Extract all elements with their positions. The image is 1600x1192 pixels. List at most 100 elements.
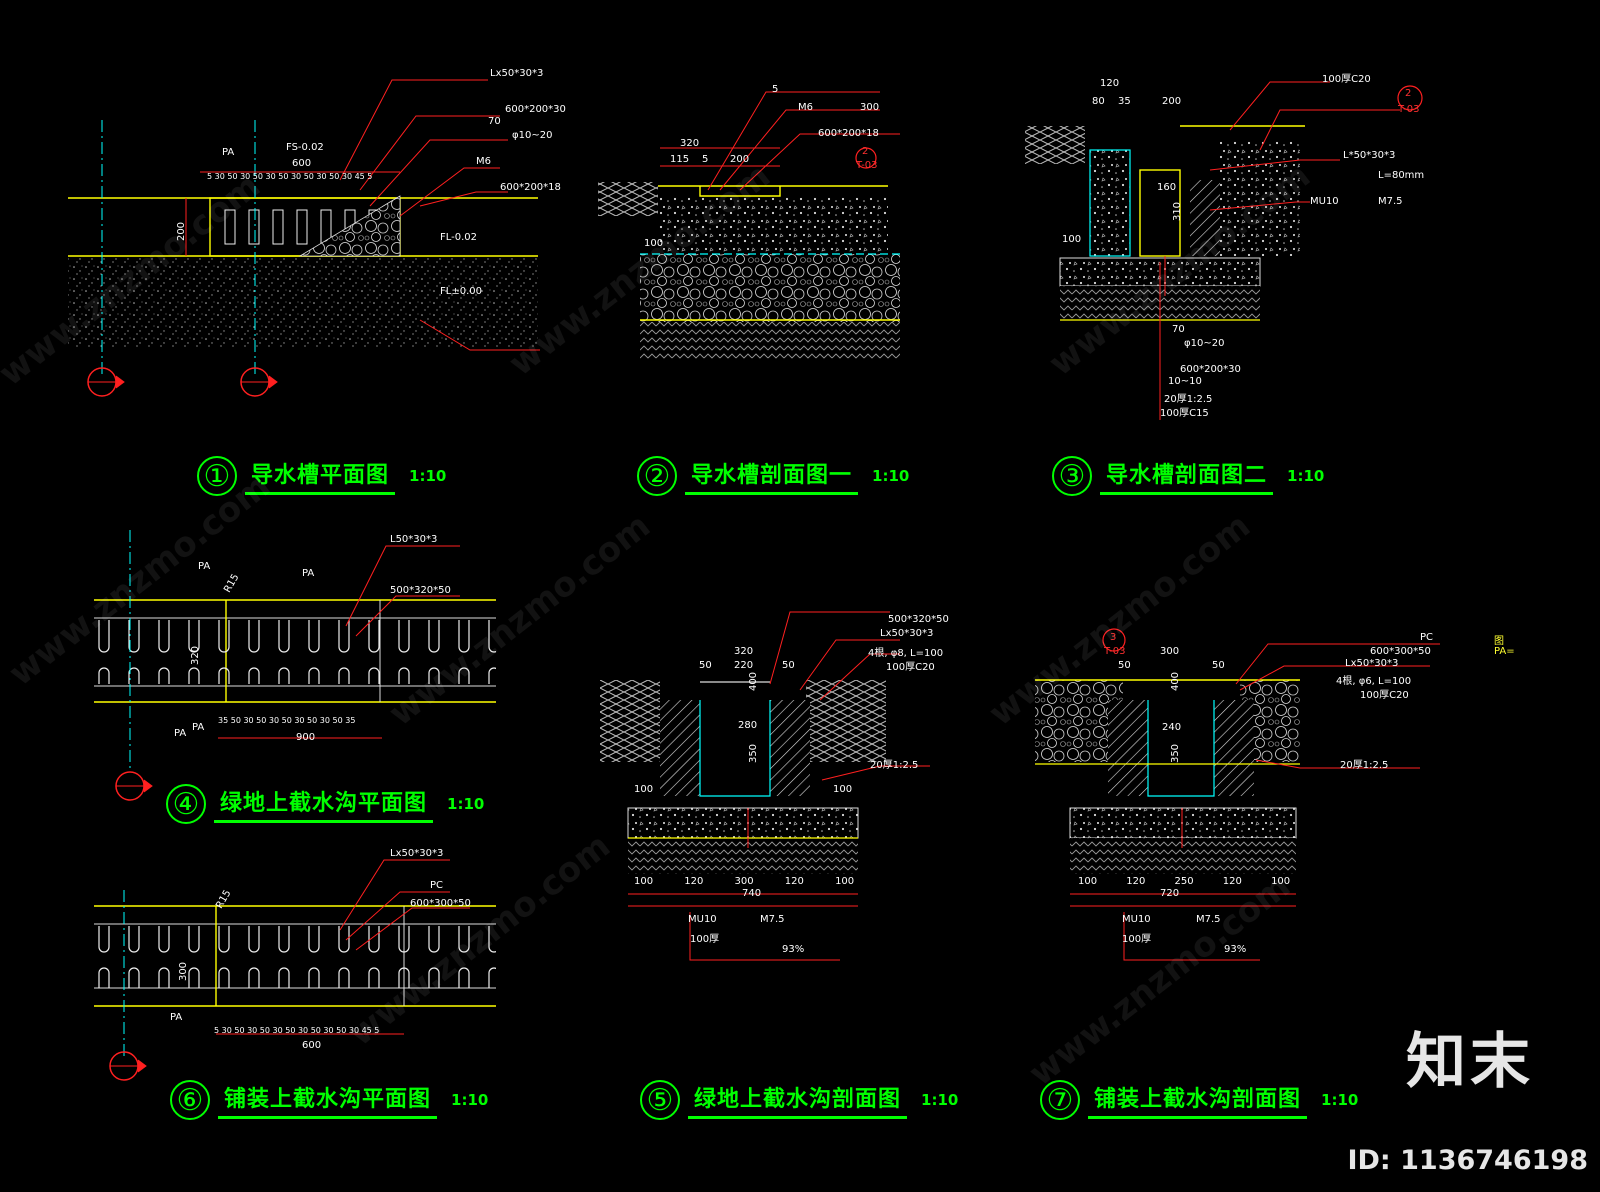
d1-70-label: 70 xyxy=(488,116,501,127)
title-4-name: 绿地上截水沟平面图 xyxy=(214,785,434,823)
d7-rod-label: 4根, φ6, L=100 xyxy=(1336,676,1412,687)
d1-grate-slot xyxy=(248,209,260,245)
d6-grate-slots xyxy=(96,926,496,988)
d3-l80-label: L=80mm xyxy=(1378,170,1425,181)
d6-300-label: 300 xyxy=(178,961,190,982)
d1-grate-slot xyxy=(272,209,284,245)
d5-l2-label: 100厚 xyxy=(690,934,720,945)
d1-leader xyxy=(419,319,540,351)
title-1-scale: 1:10 xyxy=(409,467,447,485)
d2-channel-step xyxy=(699,186,781,197)
d3-dia-label: φ10~20 xyxy=(1184,338,1225,349)
d4-900-label: 900 xyxy=(296,732,316,743)
d3-160-label: 160 xyxy=(1157,182,1177,193)
d5-280-label: 280 xyxy=(738,720,758,731)
d6-leader xyxy=(345,891,450,941)
d7-l3-label: 93% xyxy=(1224,944,1247,955)
title-2-scale: 1:10 xyxy=(872,467,910,485)
title-2-number: ② xyxy=(637,456,677,496)
title-7-number: ⑦ xyxy=(1040,1080,1080,1120)
d3-m75-label: M7.5 xyxy=(1378,196,1403,207)
d3-80-label: 80 xyxy=(1092,96,1105,107)
d7-size-label: 600*300*50 xyxy=(1370,646,1431,657)
title-2: ② 导水槽剖面图一 1:10 xyxy=(637,456,909,496)
d1-leader xyxy=(419,191,508,207)
title-4: ④ 绿地上截水沟平面图 1:10 xyxy=(166,784,484,824)
d7-400-label: 400 xyxy=(1170,671,1182,692)
d2-soil-layer xyxy=(640,322,900,360)
legend-pa: PA= xyxy=(1494,646,1515,657)
image-id: ID: 1136746198 xyxy=(1347,1145,1588,1176)
d3-mu10-label: MU10 xyxy=(1310,196,1339,207)
d5-leader xyxy=(799,639,900,691)
d6-size-label: 600*300*50 xyxy=(410,898,471,909)
d4-pa2-label: PA xyxy=(302,568,315,579)
d3-leader xyxy=(1229,81,1330,131)
title-3: ③ 导水槽剖面图二 1:10 xyxy=(1052,456,1324,496)
d3-leader xyxy=(1209,159,1340,171)
d2-leader xyxy=(707,91,880,191)
title-4-scale: 1:10 xyxy=(447,795,485,813)
d1-axis-marker-2-arrow xyxy=(115,375,125,389)
d7-leader xyxy=(1239,665,1430,691)
d7-angle-label: Lx50*30*3 xyxy=(1345,658,1399,669)
d4-angle-label: L50*30*3 xyxy=(390,534,438,545)
d1-size1-label: 600*200*30 xyxy=(505,104,566,115)
d7-ref-label: 3 xyxy=(1110,632,1117,643)
d2-leader xyxy=(719,109,880,191)
d3-70-label: 70 xyxy=(1172,324,1185,335)
d5-rod-label: 4根, φ8, L=100 xyxy=(868,648,944,659)
d7-channel-outline xyxy=(1147,700,1215,797)
d5-350-label: 350 xyxy=(748,743,760,764)
brand-logo-text: 知末 xyxy=(1406,1027,1534,1097)
d5-mu10-label: MU10 xyxy=(688,914,717,925)
title-1-number: ① xyxy=(197,456,237,496)
d3-ref-circle xyxy=(1397,85,1423,111)
d1-leader xyxy=(339,79,488,181)
d7-350-label: 350 xyxy=(1170,743,1182,764)
d1-pa-label: PA xyxy=(222,147,235,158)
d1-m6-label: M6 xyxy=(476,156,491,167)
title-5-name: 绿地上截水沟剖面图 xyxy=(688,1081,908,1119)
d1-axis-marker-3-arrow xyxy=(268,375,278,389)
d5-l3-label: 93% xyxy=(782,944,805,955)
d5-channel-outline xyxy=(699,700,771,797)
d5-size-label: 500*320*50 xyxy=(888,614,949,625)
d2-paving-left xyxy=(598,182,658,216)
d2-ref-circle xyxy=(855,147,877,169)
d4-grate-slots xyxy=(96,620,496,684)
title-1-name: 导水槽平面图 xyxy=(245,457,396,495)
d6-axis-marker-7-arrow xyxy=(137,1059,147,1073)
title-4-number: ④ xyxy=(166,784,206,824)
d1-soil-fill xyxy=(68,256,538,348)
d4-leader xyxy=(345,545,460,627)
d1-angle-steel-label: Lx50*30*3 xyxy=(490,68,544,79)
d7-leader xyxy=(1255,759,1420,769)
d1-fs-label: FS-0.02 xyxy=(286,142,324,153)
d7-mu10-label: MU10 xyxy=(1122,914,1151,925)
d2-5-label: 5 xyxy=(772,84,779,95)
d6-600-label: 600 xyxy=(302,1040,322,1051)
d3-leader xyxy=(1209,201,1310,211)
d2-320-label: 320 xyxy=(680,138,700,149)
title-6: ⑥ 铺装上截水沟平面图 1:10 xyxy=(170,1080,488,1120)
d5-base-slab xyxy=(627,807,859,839)
d5-brick-left xyxy=(600,680,660,762)
d6-pc-label: PC xyxy=(430,880,444,891)
d5-wall-right xyxy=(770,700,810,796)
d7-total-label: 720 xyxy=(1160,888,1180,899)
d5-leader xyxy=(769,611,890,685)
title-6-scale: 1:10 xyxy=(451,1091,489,1109)
d4-pa1-label: PA xyxy=(198,561,211,572)
d7-base-slab xyxy=(1069,807,1297,839)
d1-grate-slot xyxy=(296,209,308,245)
d5-50b-label: 50 xyxy=(782,660,795,671)
d6-angle-label: Lx50*30*3 xyxy=(390,848,444,859)
d4-dims-label: 35 50 30 50 30 50 30 50 30 50 35 xyxy=(218,716,356,725)
d5-bottom-dims: 100 120 300 120 100 xyxy=(634,876,855,887)
d5-soil xyxy=(628,838,858,874)
title-7: ⑦ 铺装上截水沟剖面图 1:10 xyxy=(1040,1080,1358,1120)
d3-20-label: 20厚1:2.5 xyxy=(1164,394,1213,405)
d3-100-label: 100 xyxy=(1062,234,1082,245)
